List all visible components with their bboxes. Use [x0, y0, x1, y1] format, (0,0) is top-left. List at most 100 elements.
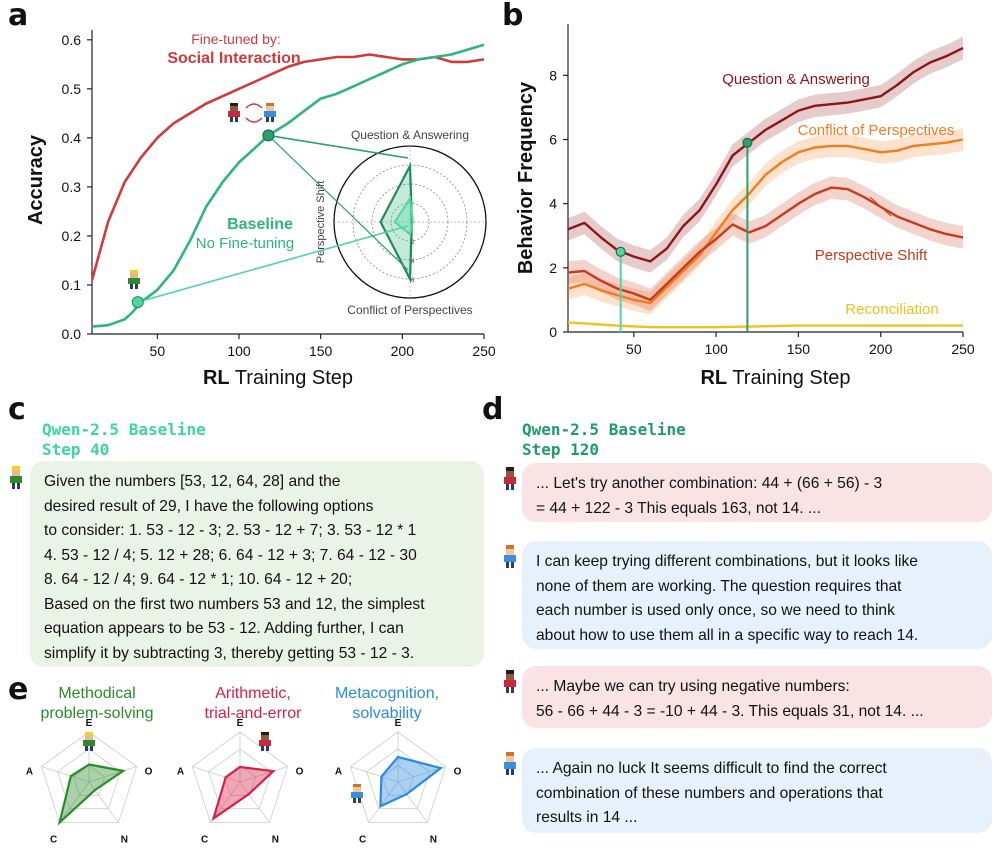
radar-grid	[223, 765, 257, 796]
single-agent-icon	[83, 732, 95, 751]
persona-title-3: Metacognition, solvability	[302, 684, 472, 724]
radar-axis-label: C	[201, 834, 208, 845]
social-label-line1: Fine-tuned by:	[191, 31, 281, 47]
radar-axis-label: C	[50, 834, 57, 845]
radar-grid	[349, 731, 447, 823]
dialogue-line: none of them are working. The question r…	[536, 577, 902, 595]
connector-step120	[268, 134, 409, 159]
agent-hair	[506, 670, 514, 674]
agent-b-icon	[504, 545, 516, 568]
dialogue-line: I can keep trying different combinations…	[536, 553, 918, 570]
agent-face	[506, 471, 514, 477]
agent-leg	[90, 746, 93, 751]
radar-grid	[40, 731, 138, 823]
agents-exchange-icon	[228, 103, 240, 122]
highlight-point-step40	[131, 296, 144, 309]
panel-letter-b: b	[502, 0, 524, 33]
panel-letter-a: a	[8, 0, 29, 33]
agent-face	[261, 735, 269, 740]
persona-title-line: Arithmetic,	[215, 685, 291, 702]
series-line-shift	[567, 186, 964, 302]
y-tick-label: 0.1	[62, 277, 82, 293]
dialogue-line: about how to use them all in a specific …	[536, 626, 919, 644]
persona-polygon	[57, 763, 127, 826]
series-label-leader	[869, 196, 892, 217]
panel-c-step: Step 40	[42, 440, 110, 459]
agents-exchange-icon	[264, 103, 276, 122]
agent-leg	[511, 687, 514, 693]
x-tick-label: 250	[951, 341, 975, 357]
radar-spoke	[397, 766, 446, 783]
agent-hair	[353, 784, 361, 787]
x-tick-label: 100	[227, 343, 251, 359]
panel-letter-e: e	[8, 672, 29, 707]
y-tick-label: 2	[549, 260, 557, 276]
y-tick-label: 0.2	[62, 228, 82, 244]
radar-grid	[191, 731, 289, 823]
agent-hair	[261, 732, 269, 735]
agent-shirt	[128, 278, 140, 284]
persona-title-line: solvability	[352, 705, 422, 722]
persona-title-line: Metacognition,	[334, 685, 440, 702]
agent-leg	[506, 687, 509, 693]
y-tick-label: 6	[549, 132, 557, 148]
agent-hair	[506, 545, 514, 549]
single-agent-icon	[128, 270, 140, 289]
agent-shirt	[504, 555, 516, 562]
agent-face	[506, 756, 514, 762]
agent-a-icon	[259, 732, 271, 751]
x-tick-label: 150	[309, 343, 333, 359]
exchange-arrow	[245, 103, 263, 109]
agent-b-icon	[351, 784, 363, 803]
panel-letter-d: d	[482, 392, 504, 427]
radar-spoke	[239, 781, 270, 823]
reasoning-line: desired result of 29, I have the followi…	[44, 497, 374, 515]
dialogue-line: combination of these numbers and operati…	[536, 784, 883, 802]
reasoning-line: Based on the first two numbers 53 and 12…	[44, 595, 425, 613]
agent-leg	[266, 746, 269, 751]
radar-spoke	[368, 781, 399, 823]
persona-polygon	[211, 765, 276, 822]
agent-hair	[266, 103, 274, 106]
agent-shirt	[504, 762, 516, 769]
radar-axis-label: E	[237, 718, 244, 729]
radar-grid	[366, 748, 430, 810]
radar-spoke	[41, 766, 90, 783]
agent-hair	[230, 103, 238, 106]
y-tick-label: 0.0	[62, 326, 82, 342]
radar-tick-label: 4	[411, 259, 415, 265]
agent-shirt	[228, 111, 240, 117]
exchange-arrow	[245, 117, 263, 123]
panel-c-heading: Qwen-2.5 Baseline Step 40	[42, 420, 206, 460]
dialogue-bubble-2: I can keep trying different combinations…	[522, 541, 992, 649]
baseline-label-line2: No Fine-tuning	[196, 235, 294, 252]
radar-axis-label: O	[296, 767, 304, 778]
dialogue-line: ... Again no luck It seems difficult to …	[536, 760, 887, 777]
radar-axis-label: E	[86, 718, 93, 729]
x-tick-label: 50	[150, 343, 166, 359]
x-tick-label: 200	[391, 343, 415, 359]
agent-hair	[130, 270, 138, 273]
x-tick-label: 100	[704, 341, 728, 357]
agent-shirt	[264, 111, 276, 117]
agent-leg	[85, 746, 88, 751]
y-tick-label: 4	[549, 196, 557, 212]
y-tick-label: 0	[549, 324, 557, 340]
marker-point-step120	[742, 137, 753, 148]
agent-shirt	[83, 740, 95, 746]
agent-leg	[358, 798, 361, 803]
radar-spoke	[397, 781, 428, 823]
agent-shirt	[504, 680, 516, 687]
dialogue-bubble-4: ... Again no luck It seems difficult to …	[522, 748, 992, 833]
agent-leg	[511, 769, 514, 775]
dialogue-line: 56 - 66 + 44 - 3 = -10 + 44 - 3. This eq…	[536, 702, 924, 720]
agent-a-icon	[504, 670, 516, 693]
dialogue-line: ... Let's try another combination: 44 + …	[536, 475, 883, 492]
persona-title-2: Arithmetic,trial-and-error	[168, 684, 338, 724]
connector-step120	[267, 134, 409, 271]
panel-d-step: Step 120	[522, 440, 600, 459]
radar-tick-label: 2	[411, 240, 415, 246]
agent-shirt	[351, 792, 363, 798]
